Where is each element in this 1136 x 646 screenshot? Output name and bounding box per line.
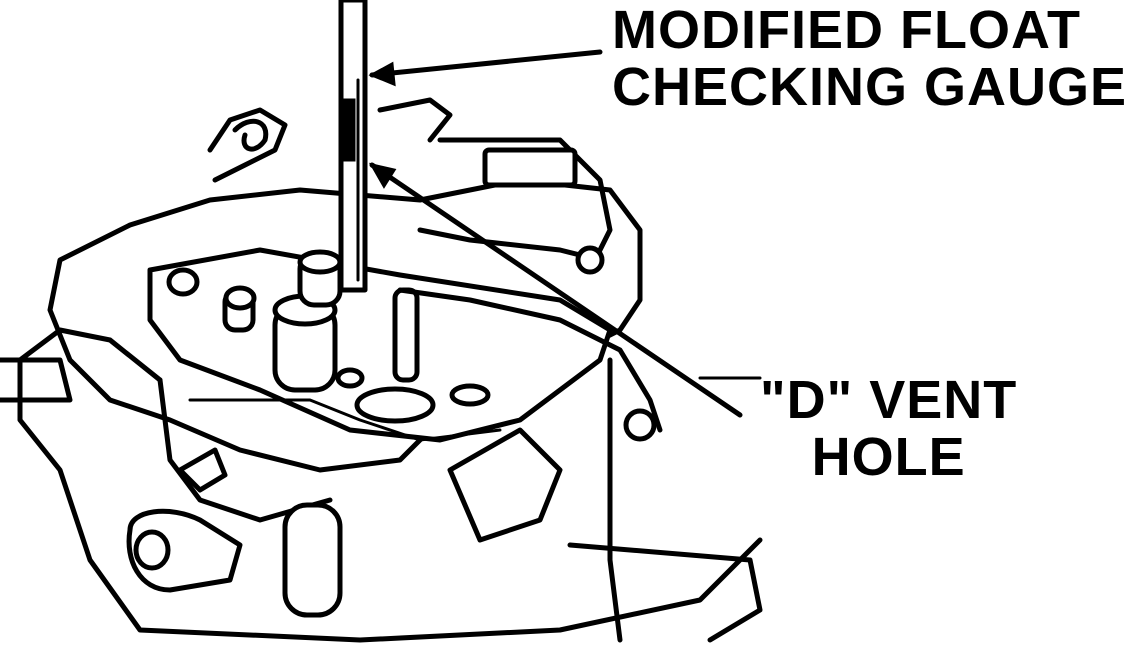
callout-gauge-line-2: CHECKING GAUGE (612, 56, 1128, 117)
callout-vent-line-1: "D" VENT (760, 370, 1018, 430)
linkage (207, 97, 763, 643)
vent-leader (369, 162, 762, 418)
gauge-leader (368, 49, 603, 87)
air-horn-plate (147, 247, 613, 443)
callout-modified-float-checking-gauge: MODIFIED FLOAT CHECKING GAUGE (612, 2, 1127, 115)
callout-gauge-line-1: MODIFIED FLOAT (612, 0, 1081, 60)
callout-d-vent-hole: "D" VENT HOLE (760, 372, 1017, 485)
callout-vent-line-2: HOLE (811, 426, 966, 487)
front-bosses (126, 427, 563, 618)
float-gauge-rod (338, 0, 368, 293)
studs (166, 249, 420, 393)
